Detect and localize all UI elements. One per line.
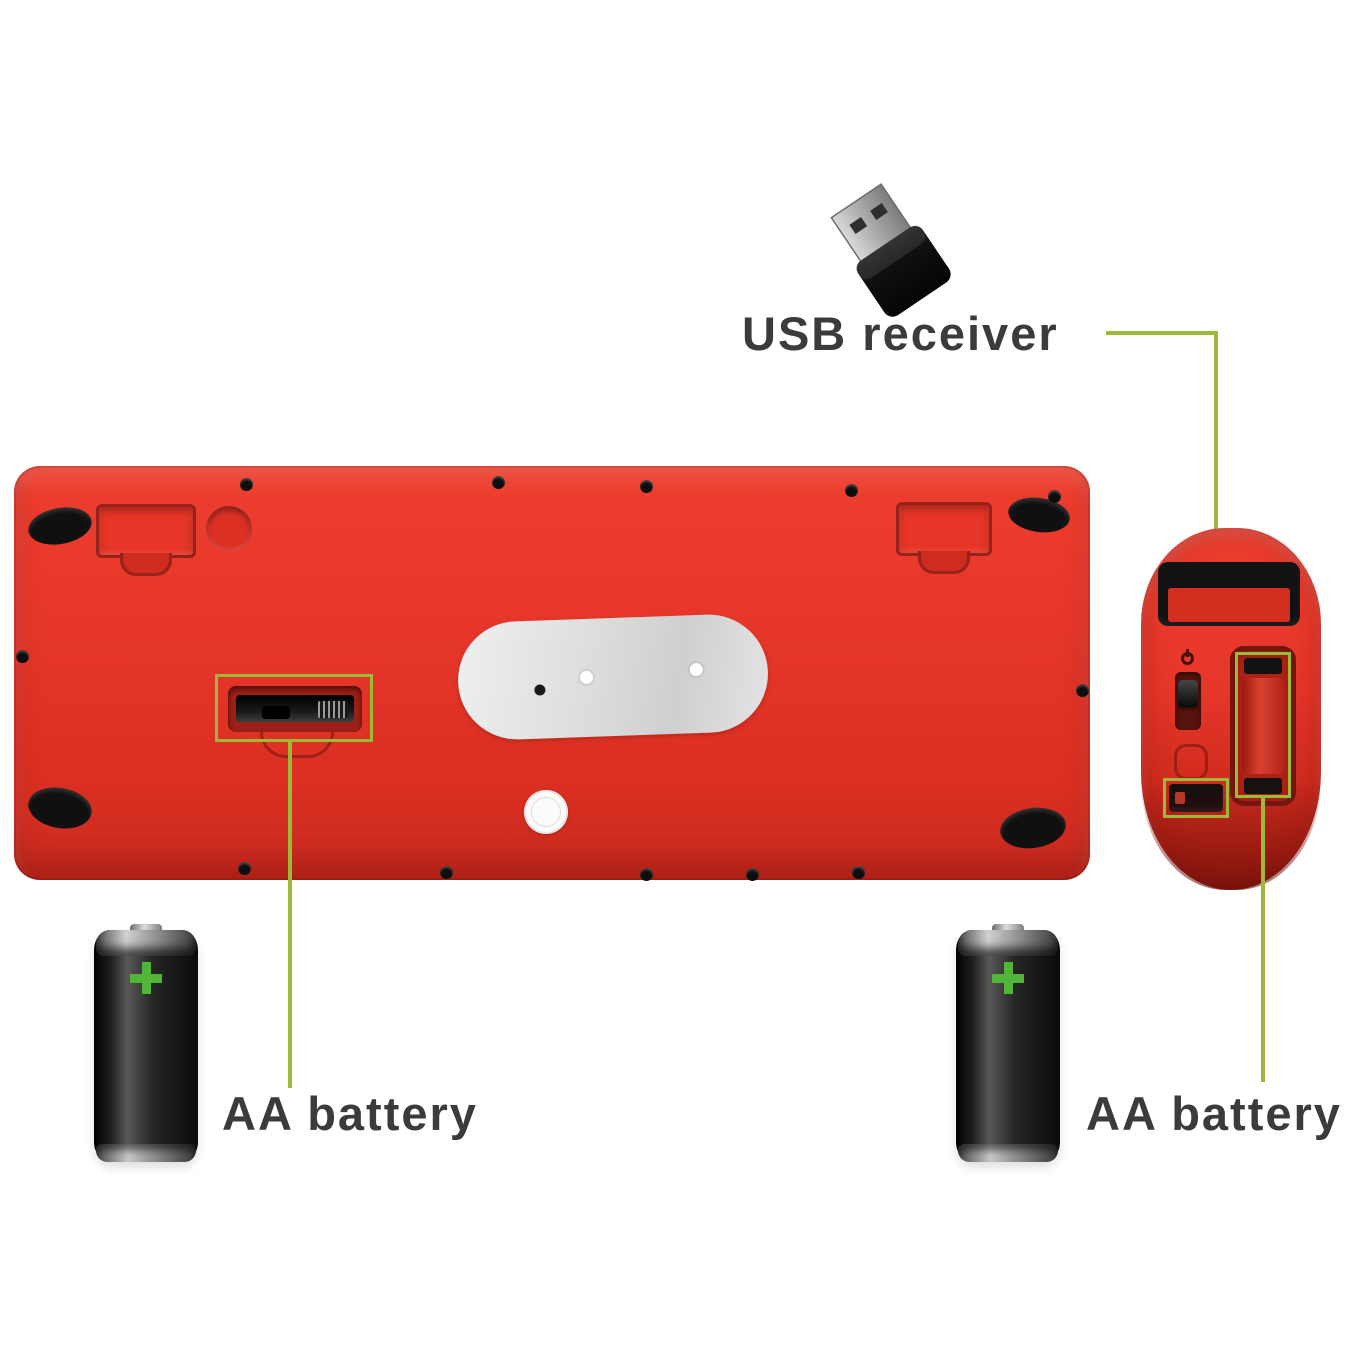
battery-contact-top [1244, 658, 1282, 674]
mouse-battery-callout-box [1235, 652, 1291, 798]
sticker-dot-white [689, 662, 704, 677]
aa-battery-label-right: AA battery [1086, 1087, 1342, 1140]
keyboard-foot-right [896, 502, 992, 556]
keyboard-rubber-pad [1005, 493, 1073, 537]
screw [1076, 684, 1089, 697]
usb-plug-hole-right [870, 203, 888, 220]
screw [640, 868, 653, 881]
keyboard-battery-compartment [228, 686, 362, 732]
mouse-connect-button [1174, 744, 1208, 780]
keyboard-rubber-pad [997, 803, 1069, 853]
screw [845, 484, 858, 497]
battery-plus-icon [130, 962, 162, 994]
mouse-sensor-red [1168, 588, 1290, 622]
power-switch-knob [1178, 680, 1198, 707]
screw [238, 862, 251, 875]
usb-receiver-label: USB receiver [742, 307, 1059, 360]
usb-receiver-dongle [830, 183, 951, 317]
screw [640, 480, 653, 493]
sticker-dot-white [579, 670, 594, 685]
screw [240, 478, 253, 491]
battery-slot-spring [318, 701, 348, 718]
callout-line-mouse-battery [1261, 798, 1265, 1082]
battery-positive-nub [992, 924, 1024, 934]
power-icon [1181, 649, 1194, 665]
aa-battery-right [956, 924, 1060, 1162]
battery-slot-latch [262, 706, 290, 719]
battery-plus-icon [992, 962, 1024, 994]
screw [852, 866, 865, 879]
keyboard-rubber-pad [25, 502, 95, 550]
mouse-sensor-window [1158, 562, 1300, 626]
usb-plug-hole-left [849, 217, 868, 234]
sticker-dot-black [534, 684, 546, 696]
battery-bottom-cap [96, 1144, 196, 1162]
screw [746, 868, 759, 881]
keyboard-foot-left [96, 504, 196, 558]
callout-line-keyboard-battery [288, 742, 292, 1088]
mouse-power-switch [1175, 672, 1201, 730]
keyboard-underside [14, 466, 1090, 881]
screw [1048, 490, 1061, 503]
aa-battery-label-left: AA battery [222, 1087, 478, 1140]
keyboard-label-sticker [456, 612, 770, 742]
battery-top-cap [958, 930, 1058, 956]
callout-line-usb-horizontal [1106, 331, 1218, 335]
keyboard-battery-callout-box [215, 674, 373, 742]
keyboard-rubber-pad [25, 782, 95, 834]
screw [492, 476, 505, 489]
keyboard-round-indent [206, 506, 252, 552]
usb-body-gloss [856, 225, 926, 279]
mouse-receiver-callout-box [1163, 778, 1229, 818]
battery-top-cap [96, 930, 196, 956]
mouse-battery-compartment [1230, 646, 1296, 806]
usb-dongle-group [830, 183, 951, 317]
battery-positive-nub [130, 924, 162, 934]
screw [440, 866, 453, 879]
aa-battery-left [94, 924, 198, 1162]
battery-bay-floor [1242, 678, 1284, 774]
battery-bottom-cap [958, 1144, 1058, 1162]
keyboard-logo-badge [524, 790, 568, 834]
mouse-underside [1141, 528, 1321, 890]
screw [16, 650, 29, 663]
